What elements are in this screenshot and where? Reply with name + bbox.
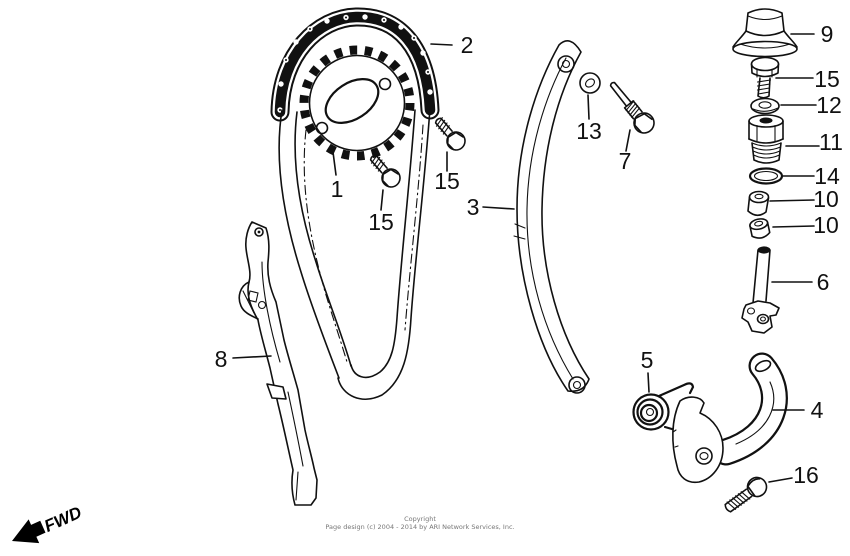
callout-8[interactable]: 8 [215,346,228,372]
fwd-marker: FWD [12,503,85,544]
callout-10-upper[interactable]: 10 [813,186,839,212]
chain-link-rollers [277,14,433,113]
callout-3[interactable]: 3 [467,194,480,220]
leader-lines [232,33,820,483]
fwd-label: FWD [41,503,84,536]
tensioner-arm-4 [672,352,788,484]
hex-bolt-16 [724,476,768,513]
roller-10-upper [747,190,770,217]
callout-15-mid-left[interactable]: 15 [368,209,394,235]
pivot-bolt-7 [609,81,655,134]
tappet-adjuster-cap [732,8,798,58]
sprocket-center-hole [324,78,380,124]
callout-15-column[interactable]: 15 [814,66,840,92]
cam-chain [270,7,440,400]
callout-1[interactable]: 1 [331,176,344,202]
callout-16[interactable]: 16 [793,462,819,488]
cam-chain-guide-8 [238,221,318,506]
o-ring-14 [748,167,784,185]
callout-6[interactable]: 6 [817,269,830,295]
callout-2[interactable]: 2 [461,32,474,58]
callout-15-mid-right[interactable]: 15 [434,168,460,194]
tensioner-push-rod-6 [741,246,780,334]
copyright-line-2: Page design (c) 2004 - 2014 by ARI Netwo… [325,523,514,531]
callout-9[interactable]: 9 [821,21,834,47]
callout-7[interactable]: 7 [619,148,632,174]
camshaft-sprocket [299,45,415,161]
callout-4[interactable]: 4 [811,397,824,423]
callout-13[interactable]: 13 [576,118,602,144]
adjuster-sealing-bolt-11 [748,114,784,164]
flange-bolt-15-left [364,149,405,192]
callout-12[interactable]: 12 [816,92,842,118]
flange-bolt-15-right [429,112,470,155]
fwd-arrow-icon [12,519,46,544]
tensioner-blade [513,40,590,394]
roller-10-lower [749,218,771,239]
callout-5[interactable]: 5 [641,347,654,373]
sprocket-teeth [299,45,415,161]
callout-11[interactable]: 11 [819,129,843,155]
washer-12 [750,97,780,115]
flange-bolt-15-column [750,56,780,99]
copyright-line-1: Copyright [404,515,436,523]
callout-10-lower[interactable]: 10 [813,212,839,238]
sealing-washer-13 [579,72,601,94]
callout-14[interactable]: 14 [814,163,840,189]
